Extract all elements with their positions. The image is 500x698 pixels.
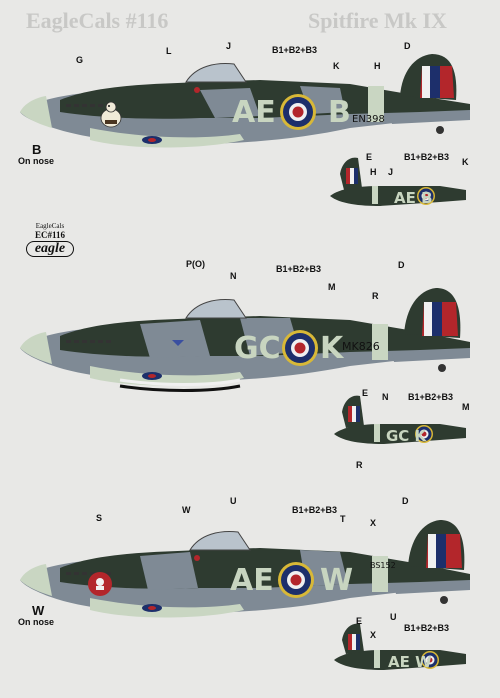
aircraft-1-callout-l: L	[166, 46, 172, 56]
aircraft-3-small-callout-x: X	[370, 630, 377, 640]
aircraft-2-small-callout-m: M	[462, 402, 470, 412]
aircraft-1-nose-art-icon	[100, 101, 122, 128]
aircraft-3-small-callout-e: E	[356, 616, 363, 626]
aircraft-2-serial: MK826	[342, 340, 380, 353]
aircraft-1-serial: EN398	[352, 114, 385, 125]
aircraft-2-code-left: GC	[234, 331, 281, 366]
aircraft-1-code-left: AE	[232, 95, 276, 130]
eaglecals-logo: EagleCals EC#116 eagle	[20, 222, 80, 268]
aircraft-1-nose-letter: B	[32, 142, 42, 157]
aircraft-2-callout-d: D	[398, 260, 405, 270]
aircraft-2-small-profile: GC K	[334, 395, 466, 445]
brand-code: EC#116	[34, 230, 65, 240]
aircraft-3-callout-x: X	[370, 518, 377, 528]
aircraft-3-callout-u: U	[230, 496, 237, 506]
aircraft-1-small-code: AE B	[394, 189, 433, 207]
aircraft-2-small-callout-n: N	[382, 392, 389, 402]
aircraft-1-small-callout-h: H	[370, 167, 377, 177]
aircraft-2-small-callout-r: R	[356, 460, 363, 470]
aircraft-2-callout-m: M	[328, 282, 336, 292]
header: EagleCals #116 Spitfire Mk IX	[0, 6, 500, 46]
aircraft-3-code-left: AE	[230, 563, 274, 598]
aircraft-2-code-right: K	[320, 331, 345, 366]
aircraft-1-small-profile: AE B	[330, 157, 466, 207]
aircraft-3-nose-letter: W	[32, 603, 45, 618]
aircraft-1-nose-caption: On nose	[18, 156, 55, 166]
aircraft-3-serial: BS152	[370, 561, 396, 570]
aircraft-1-callout-k: K	[333, 61, 340, 71]
aircraft-1-small-callout-e: E	[366, 152, 373, 162]
aircraft-1-code-right: B	[328, 95, 351, 130]
aircraft-1-callout-g: G	[76, 55, 84, 65]
aircraft-3-callout-s: S	[96, 513, 103, 523]
aircraft-3-callout-t: T	[340, 514, 346, 524]
aircraft-2-profile: GC K MK826 GC K	[20, 288, 470, 445]
brand-logo-text: eagle	[26, 241, 74, 257]
aircraft-3-small-code: AE W	[388, 653, 432, 671]
aircraft-1-small-callout-k: K	[462, 157, 469, 167]
header-left-title: EagleCals #116	[26, 8, 169, 33]
aircraft-1-small-callout-j: J	[388, 167, 394, 177]
aircraft-2-callout-b123: B1+B2+B3	[276, 264, 322, 274]
aircraft-3-small-profile: AE W	[334, 623, 466, 671]
aircraft-3-small-callout-u: U	[390, 612, 397, 622]
aircraft-3-callout-b123: B1+B2+B3	[292, 505, 338, 515]
header-right-title: Spitfire Mk IX	[308, 8, 447, 33]
aircraft-2-small-code: GC K	[386, 427, 428, 445]
aircraft-1-callout-b123: B1+B2+B3	[272, 45, 318, 55]
aircraft-3-callout-w: W	[182, 505, 191, 515]
aircraft-2-callout-r: R	[372, 291, 379, 301]
aircraft-1-callout-j: J	[226, 41, 232, 51]
aircraft-1-callout-d: D	[404, 41, 411, 51]
aircraft-2-small-callout-b123: B1+B2+B3	[408, 392, 454, 402]
aircraft-3-nose-caption: On nose	[18, 617, 55, 627]
brand-small-name: EagleCals	[35, 222, 65, 230]
aircraft-2-small-callout-e: E	[362, 388, 369, 398]
aircraft-3-callout-d: D	[402, 496, 409, 506]
aircraft-1-small-callout-b123: B1+B2+B3	[404, 152, 450, 162]
aircraft-3-profile: AE W BS152 AE W	[20, 520, 470, 671]
aircraft-2-callout-n: N	[230, 271, 237, 281]
aircraft-2-callout-po: P(O)	[186, 259, 205, 269]
aircraft-3-code-right: W	[320, 563, 353, 598]
aircraft-1-profile: AE B EN398 AE B	[20, 54, 470, 207]
aircraft-3-small-callout-b123: B1+B2+B3	[404, 623, 450, 633]
aircraft-1-callout-h: H	[374, 61, 381, 71]
